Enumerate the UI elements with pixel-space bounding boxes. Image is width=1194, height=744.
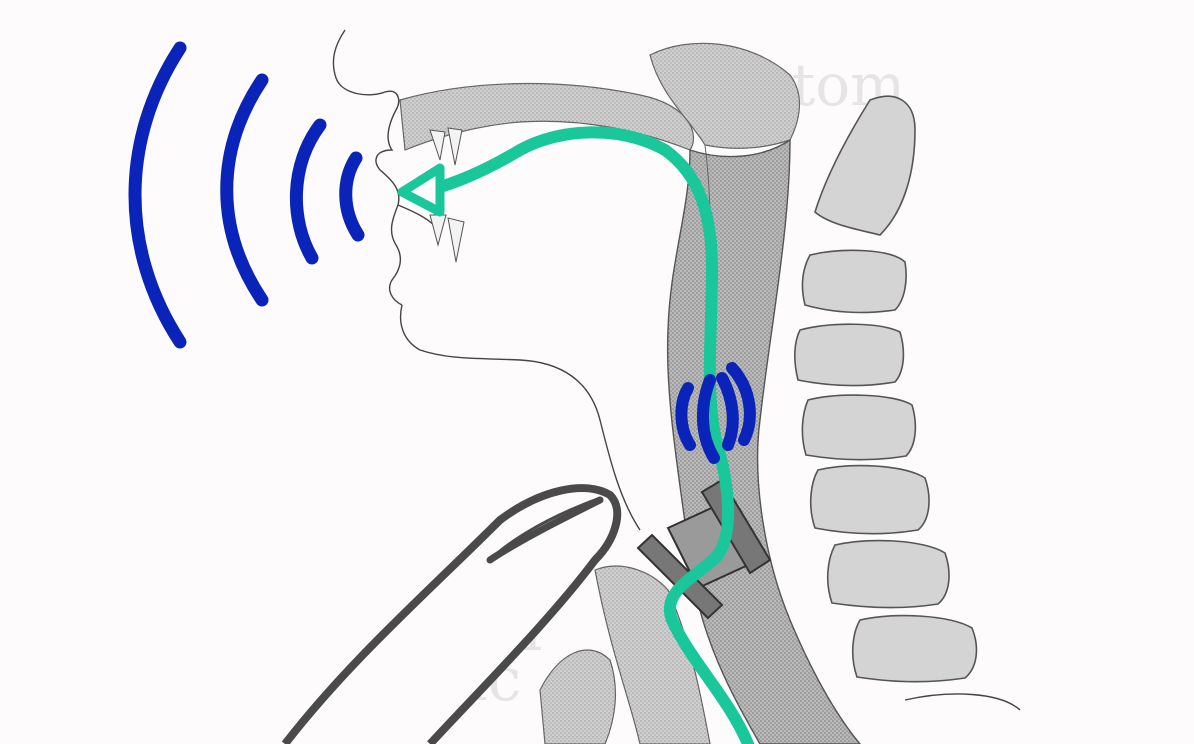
cervical-spine: [795, 96, 1020, 710]
sound-wave-icon: [135, 48, 358, 342]
